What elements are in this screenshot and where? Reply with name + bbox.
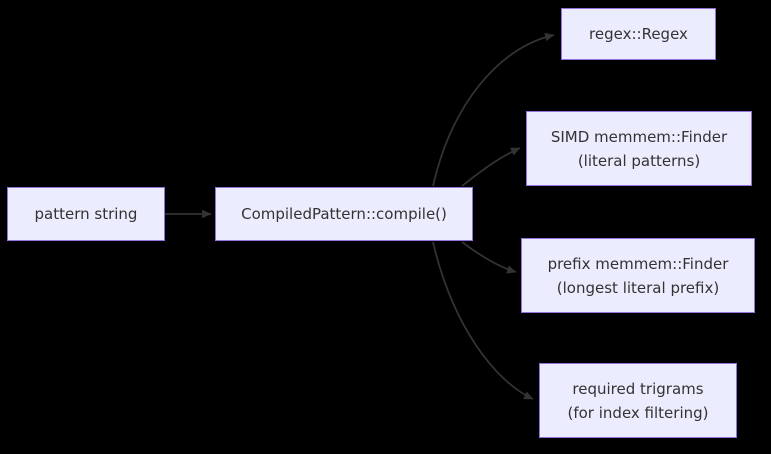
edge-compile-to-prefix [461, 241, 517, 274]
node-sublabel: (longest literal prefix) [556, 278, 720, 297]
node-label: prefix memmem::Finder [547, 254, 729, 273]
edge-compile-to-simd [461, 147, 521, 187]
node-pattern-string: pattern string [7, 187, 165, 241]
node-label: CompiledPattern::compile() [241, 205, 447, 223]
node-required-trigrams: required trigrams (for index filtering) [539, 363, 737, 438]
node-sublabel: (for index filtering) [567, 403, 709, 422]
edge-compile-to-regex [432, 32, 555, 187]
node-regex-regex: regex::Regex [561, 8, 716, 60]
node-label: SIMD memmem::Finder [550, 127, 728, 146]
node-label: pattern string [34, 205, 138, 223]
edge-compile-to-trigrams [432, 241, 534, 400]
node-sublabel: (literal patterns) [577, 151, 701, 170]
node-compiledpattern-compile: CompiledPattern::compile() [215, 187, 473, 241]
node-simd-memmem-finder: SIMD memmem::Finder (literal patterns) [526, 111, 752, 186]
node-label: required trigrams [572, 379, 704, 398]
node-label: regex::Regex [589, 25, 688, 43]
node-prefix-memmem-finder: prefix memmem::Finder (longest literal p… [521, 238, 755, 313]
